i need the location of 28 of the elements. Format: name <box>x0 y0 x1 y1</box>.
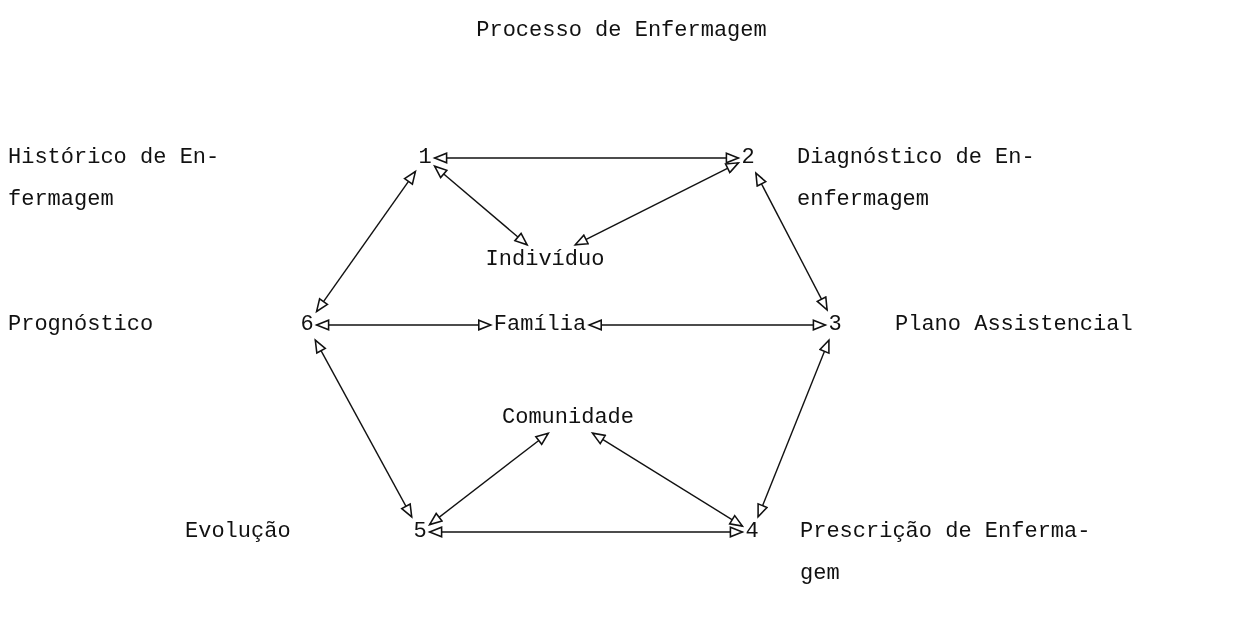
step-caption: Evolução <box>185 518 292 546</box>
double-arrow <box>428 526 744 538</box>
double-arrow <box>755 172 828 311</box>
diagram-title: Processo de Enfermagem <box>475 18 768 43</box>
double-arrow <box>428 432 550 526</box>
node-label: Família <box>490 309 590 341</box>
step-caption: Diagnóstico de En- enfermagem <box>797 144 1036 214</box>
double-arrow <box>314 339 413 518</box>
double-arrow <box>591 432 744 527</box>
step-caption: Prognóstico <box>8 311 155 339</box>
node-label: 6 <box>297 309 317 341</box>
node-label: 3 <box>825 309 845 341</box>
node-label: Indivíduo <box>482 244 608 276</box>
double-arrow <box>315 319 492 331</box>
node-label: 4 <box>742 516 762 548</box>
double-arrow <box>315 170 417 313</box>
step-caption: Histórico de En- fermagem <box>8 144 221 214</box>
double-arrow <box>588 319 827 331</box>
double-arrow <box>433 165 528 246</box>
double-arrow <box>757 339 830 518</box>
step-caption: Prescrição de Enferma- gem <box>800 518 1092 588</box>
step-caption: Plano Assistencial <box>895 311 1134 339</box>
node-label: Comunidade <box>499 402 637 434</box>
node-label: 5 <box>410 516 430 548</box>
double-arrow <box>433 152 740 164</box>
double-arrow <box>574 162 740 246</box>
node-label: 2 <box>738 142 758 174</box>
node-label: 1 <box>415 142 435 174</box>
